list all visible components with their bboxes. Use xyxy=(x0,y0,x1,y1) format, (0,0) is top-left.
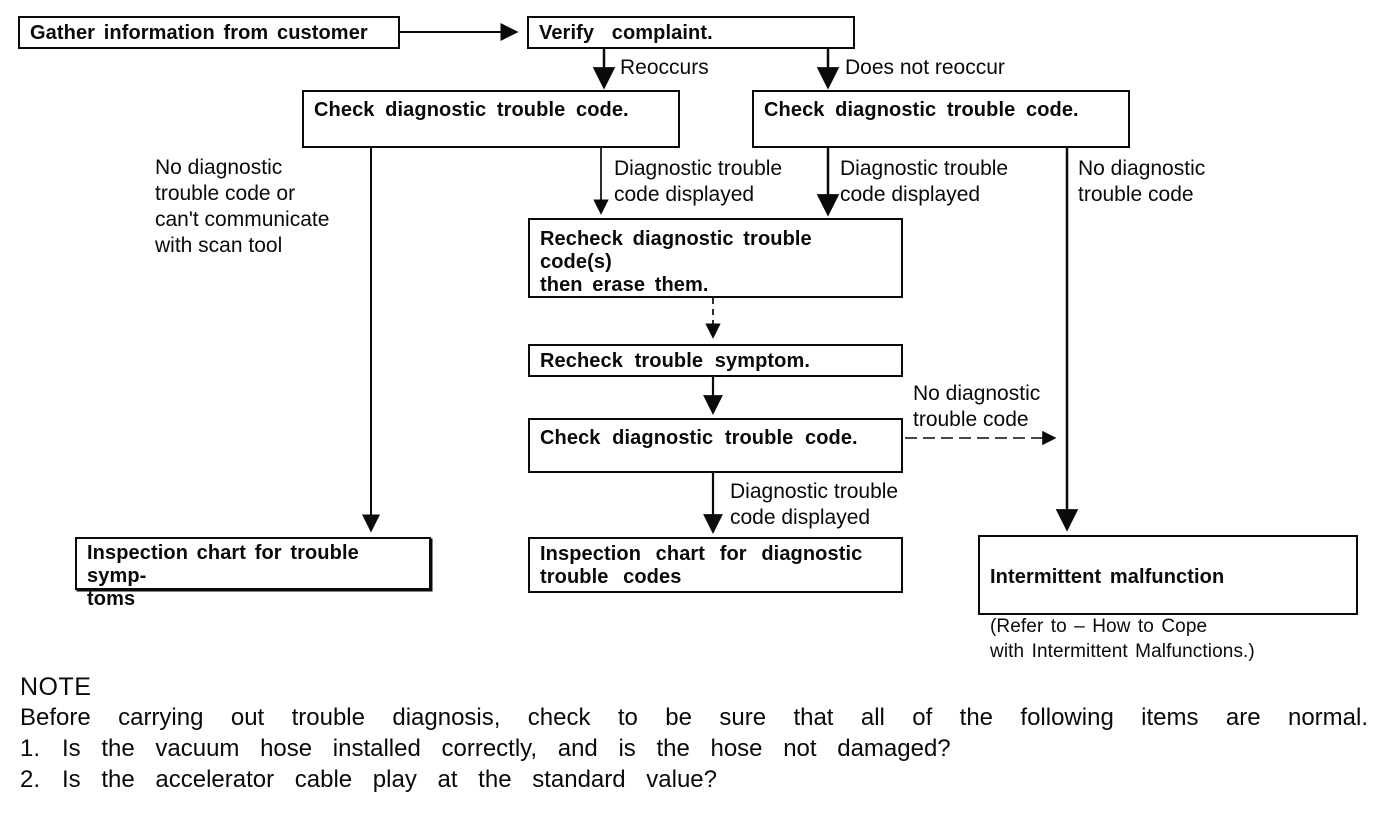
note-heading: NOTE xyxy=(20,673,92,701)
note-item-1: 1. Is the vacuum hose installed correctly… xyxy=(20,733,1368,764)
note-item-2: 2. Is the accelerator cable play at the s… xyxy=(20,764,1368,795)
node-gather-information: Gather information from customer xyxy=(18,16,400,49)
node-intermittent-malfunction: Intermittent malfunction (Refer to – How… xyxy=(978,535,1358,662)
edge-label-dtc-displayed-bottom: Diagnostic trouble code displayed xyxy=(730,480,899,529)
node-check-dtc-right: Check diagnostic trouble code. xyxy=(752,90,1130,148)
intermittent-title: Intermittent malfunction xyxy=(990,566,1225,588)
note-item-1-text: Is the vacuum hose installed correctly, … xyxy=(62,735,951,762)
node-inspection-chart-dtc: Inspection chart for diagnostic trouble … xyxy=(528,537,903,593)
node-check-dtc-left: Check diagnostic trouble code. xyxy=(302,90,680,148)
note-intro: Before carrying out trouble diagnosis, c… xyxy=(20,704,1368,731)
note-item-2-number: 2. xyxy=(20,766,41,793)
note-item-2-text: Is the accelerator cable play at the sta… xyxy=(62,766,717,793)
edge-label-no-dtc-mid: No diagnostic trouble code xyxy=(913,382,1041,431)
edge-label-no-dtc-top-right: No diagnostic trouble code xyxy=(1078,157,1206,206)
intermittent-reference: (Refer to – How to Cope with Intermitten… xyxy=(990,616,1255,662)
node-recheck-trouble-symptom: Recheck trouble symptom. xyxy=(528,344,903,377)
edge-label-does-not-reoccur: Does not reoccur xyxy=(845,56,1005,79)
node-verify-complaint: Verify complaint. xyxy=(527,16,855,49)
node-inspection-chart-trouble-symptoms: Inspection chart for trouble symp- toms xyxy=(75,537,431,610)
note-section: NOTE Before carrying out trouble diagnos… xyxy=(20,672,1368,795)
node-recheck-dtc-erase: Recheck diagnostic trouble code(s) then … xyxy=(528,218,903,298)
node-check-dtc-middle: Check diagnostic trouble code. xyxy=(528,418,903,473)
edge-label-reoccurs: Reoccurs xyxy=(620,56,709,79)
edge-label-no-dtc-left: No diagnostic trouble code or can't comm… xyxy=(155,156,330,257)
edge-label-dtc-displayed-left: Diagnostic trouble code displayed xyxy=(614,157,783,206)
note-item-1-number: 1. xyxy=(20,735,41,762)
flow-connectors xyxy=(362,23,1079,534)
edge-label-dtc-displayed-right: Diagnostic trouble code displayed xyxy=(840,157,1009,206)
